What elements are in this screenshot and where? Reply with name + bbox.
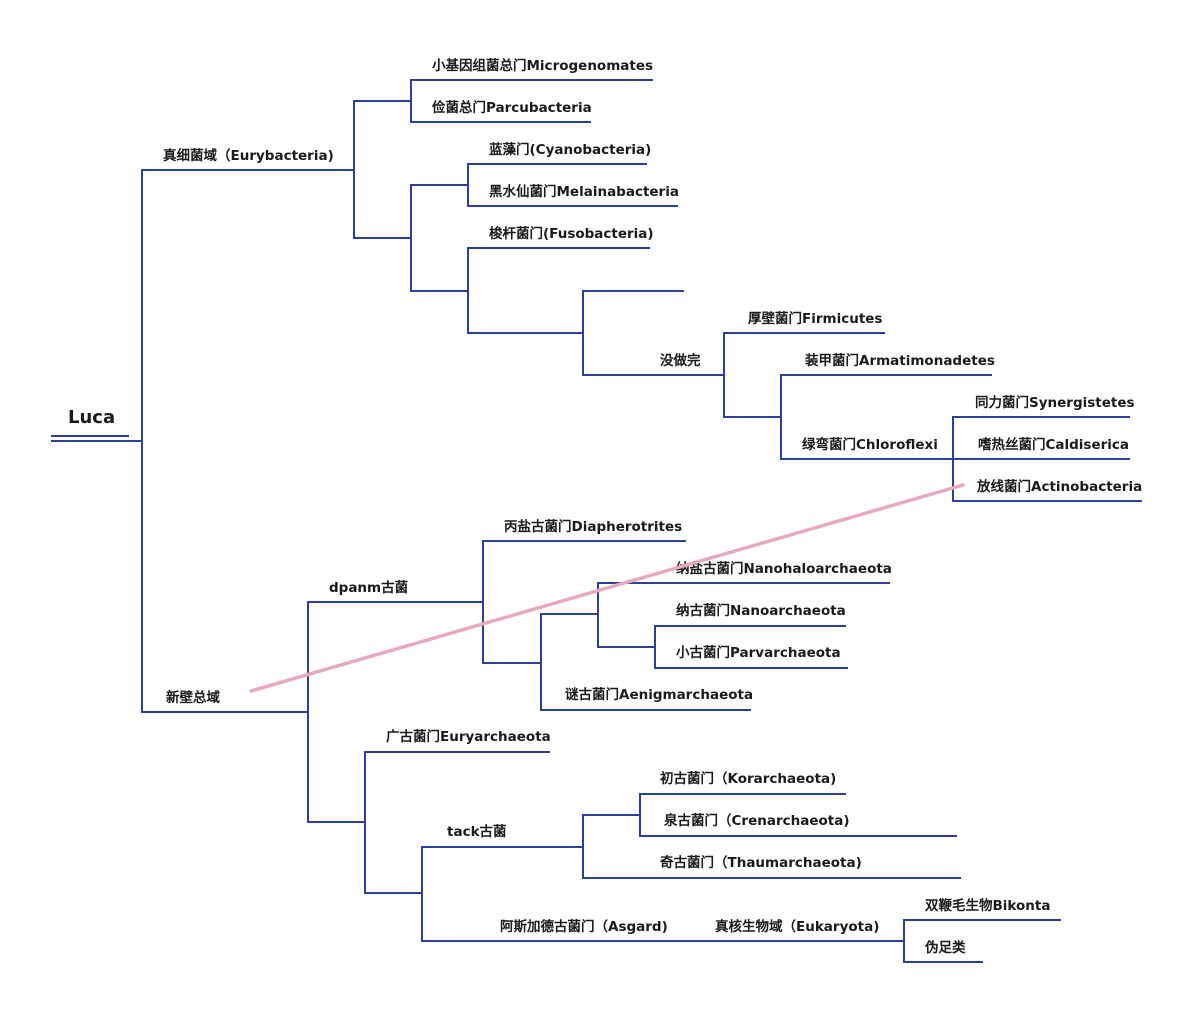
- node-melainabacteria: 黑水仙菌门Melainabacteria: [489, 183, 679, 200]
- node-caldiserica: 嗜热丝菌门Caldiserica: [978, 436, 1129, 453]
- node-eukaryota: 真核生物域（Eukaryota): [715, 918, 879, 935]
- node-eurybacteria: 真细菌域（Eurybacteria): [163, 147, 334, 164]
- node-firmicutes: 厚壁菌门Firmicutes: [748, 310, 882, 327]
- node-synergistetes: 同力菌门Synergistetes: [975, 394, 1135, 411]
- node-euryarchaeota: 广古菌门Euryarchaeota: [386, 728, 551, 745]
- annotation-pink-line: [249, 483, 965, 693]
- node-fusobacteria: 梭杆菌门(Fusobacteria): [489, 225, 654, 242]
- node-bikonta: 双鞭毛生物Bikonta: [925, 897, 1050, 914]
- node-thaumarchaeota: 奇古菌门（Thaumarchaeota): [660, 854, 862, 871]
- node-tack: tack古菌: [447, 823, 507, 840]
- node-nanoarchaeota: 纳古菌门Nanoarchaeota: [676, 602, 846, 619]
- node-parcubacteria: 俭菌总门Parcubacteria: [432, 99, 592, 116]
- node-crenarchaeota: 泉古菌门（Crenarchaeota): [664, 812, 850, 829]
- node-parvarchaeota: 小古菌门Parvarchaeota: [676, 644, 841, 661]
- node-unfinished: 没做完: [660, 352, 701, 369]
- node-aenigmarchaeota: 谜古菌门Aenigmarchaeota: [565, 686, 753, 703]
- node-neomura: 新壁总域: [166, 689, 220, 706]
- root-label: Luca: [68, 407, 115, 428]
- node-cyanobacteria: 蓝藻门(Cyanobacteria): [489, 141, 651, 158]
- node-chloroflexi: 绿弯菌门Chloroflexi: [802, 436, 938, 453]
- node-nanohaloarchaeota: 纳盐古菌门Nanohaloarchaeota: [676, 560, 892, 577]
- node-dpanm: dpanm古菌: [329, 579, 408, 596]
- node-pseudopod: 伪足类: [924, 939, 966, 956]
- tree-labels: Luca 真细菌域（Eurybacteria) 小基因组菌总门Microgeno…: [68, 57, 1142, 956]
- node-microgenomates: 小基因组菌总门Microgenomates: [432, 57, 653, 74]
- node-actinobacteria: 放线菌门Actinobacteria: [976, 478, 1142, 495]
- tree-edges: [51, 79, 1142, 963]
- node-armatimonadetes: 装甲菌门Armatimonadetes: [804, 352, 995, 369]
- node-diapherotrites: 丙盐古菌门Diapherotrites: [504, 518, 682, 535]
- node-asgard: 阿斯加德古菌门（Asgard): [500, 918, 668, 935]
- node-korarchaeota: 初古菌门（Korarchaeota): [660, 770, 836, 787]
